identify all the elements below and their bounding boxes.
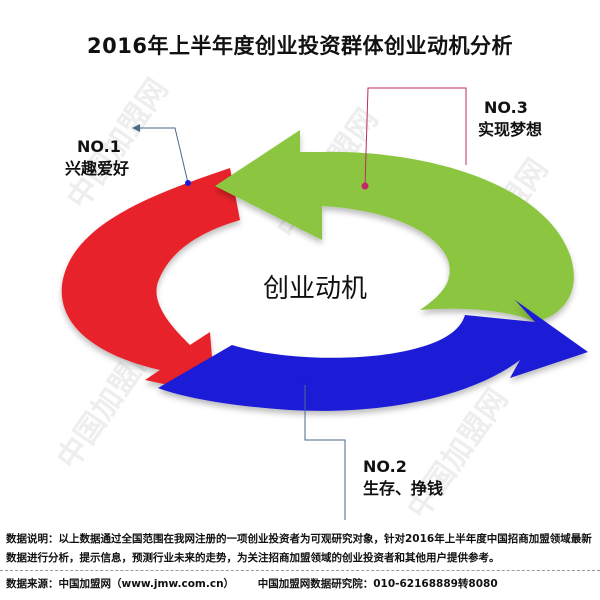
callout-no3: NO.3 实现梦想 (478, 97, 542, 140)
data-source: 数据来源：中国加盟网（www.jmw.com.cn） (6, 578, 235, 590)
green-cycle-arrow (215, 130, 574, 322)
center-label: 创业动机 (263, 274, 367, 304)
footer-note: 数据说明：以上数据通过全国范围在我网注册的一项创业投资者为可观研究对象，针对20… (6, 533, 592, 564)
callout-leader-3 (361, 87, 467, 190)
callout-no2: NO.2 生存、挣钱 (363, 456, 443, 499)
red-cycle-arrow (61, 168, 240, 395)
footer-source-line: 数据来源：中国加盟网（www.jmw.com.cn） 中国加盟网数据研究院：01… (6, 576, 518, 591)
callout-text: 实现梦想 (478, 119, 543, 139)
callout-leader-2 (302, 379, 346, 520)
footer-divider (0, 570, 600, 571)
chart-title: 2016年上半年度创业投资群体创业动机分析 (87, 34, 513, 58)
callout-rank: NO.1 (77, 137, 121, 156)
blue-cycle-arrow (158, 300, 588, 411)
callout-leader-1 (132, 124, 191, 186)
callout-text: 兴趣爱好 (65, 158, 130, 178)
callout-rank: NO.3 (484, 98, 528, 117)
callout-rank: NO.2 (363, 457, 407, 476)
callout-text: 生存、挣钱 (363, 478, 444, 498)
research-institute: 中国加盟网数据研究院：010-62168889转8080 (257, 578, 498, 590)
callout-no1: NO.1 兴趣爱好 (65, 136, 129, 179)
